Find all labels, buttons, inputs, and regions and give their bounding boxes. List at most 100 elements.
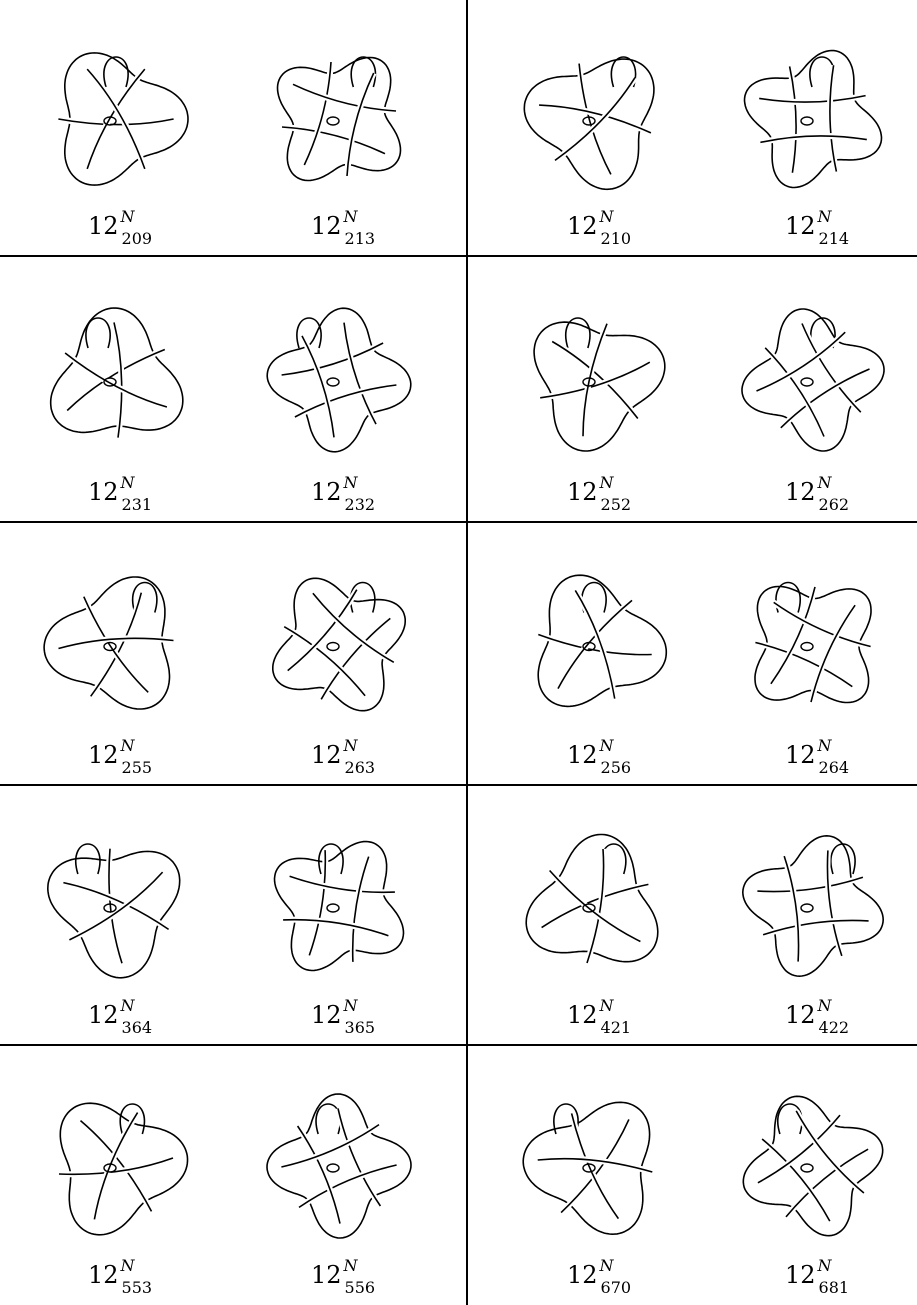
knot-label-sup: N bbox=[817, 996, 833, 1015]
knot-label-sub: 255 bbox=[122, 758, 153, 777]
knot-label-base: 12 bbox=[311, 1261, 342, 1289]
knot-label-base: 12 bbox=[88, 212, 119, 240]
crossing-gap bbox=[282, 127, 385, 154]
crossing-gap bbox=[281, 1125, 379, 1167]
knot-cell: 12N681 bbox=[743, 1096, 882, 1297]
knot-cell: 12N 209 bbox=[58, 53, 188, 248]
knot-label-sup: N bbox=[343, 736, 359, 755]
knot-label-sub: 670 bbox=[601, 1278, 632, 1297]
knot-twist bbox=[327, 117, 339, 125]
knot-twist bbox=[801, 378, 813, 386]
knot-label-sub: 263 bbox=[345, 758, 376, 777]
knot-twist bbox=[327, 904, 339, 912]
knot-label-sub: 209 bbox=[122, 229, 153, 248]
knot-label-sup: N bbox=[599, 207, 615, 226]
knot-lobe-strand bbox=[316, 1104, 340, 1134]
knot-label-sub: 556 bbox=[345, 1278, 376, 1297]
crossing-gap bbox=[293, 84, 396, 111]
knot-label-sub: 421 bbox=[601, 1018, 632, 1037]
knot-cell: 12N256 bbox=[538, 575, 666, 777]
knot-twist bbox=[327, 378, 339, 386]
knot-twist bbox=[327, 643, 339, 651]
knot-cell: 12N365 bbox=[275, 842, 404, 1038]
knot-label-sup: N bbox=[599, 996, 615, 1015]
knot-label-sub: 262 bbox=[819, 495, 850, 514]
knot-label: 12N 210 bbox=[567, 207, 631, 248]
knot-label-sub: 365 bbox=[345, 1018, 376, 1037]
knot-cell: 12N264 bbox=[755, 583, 871, 778]
knot-label-base: 12 bbox=[88, 741, 119, 769]
knot-cell: 12N 214 bbox=[745, 51, 882, 249]
knot-label: 12N256 bbox=[567, 736, 631, 777]
knot-lobe-strand bbox=[104, 57, 128, 87]
knot-label-sup: N bbox=[343, 207, 359, 226]
knot-cell: 12N 232 bbox=[267, 308, 411, 514]
knot-label-sub: 213 bbox=[345, 229, 376, 248]
knot-cell: 12N364 bbox=[48, 844, 180, 1037]
knot-label-sup: N bbox=[817, 207, 833, 226]
knot-cell: 12N213 bbox=[278, 57, 401, 248]
knot-lobe-strand bbox=[831, 844, 855, 874]
knot-label-base: 12 bbox=[567, 1001, 598, 1029]
knot-cell: 12N 422 bbox=[743, 836, 883, 1037]
knot-label: 12N 232 bbox=[311, 473, 375, 514]
knot-label-sup: N bbox=[343, 473, 359, 492]
crossing-gap bbox=[347, 73, 374, 176]
crossing-gap bbox=[295, 385, 397, 417]
knot-label-base: 12 bbox=[785, 1001, 816, 1029]
knot-cell: 12N553 bbox=[59, 1103, 188, 1297]
knot-label-sub: 214 bbox=[819, 229, 850, 248]
knot-twist bbox=[801, 117, 813, 125]
knot-label-sup: N bbox=[120, 207, 136, 226]
knot-twist bbox=[801, 1164, 813, 1172]
knot-lobe-strand bbox=[566, 318, 590, 348]
knot-label-sup: N bbox=[817, 736, 833, 755]
knot-twist bbox=[801, 904, 813, 912]
knot-label: 12N 421 bbox=[567, 996, 631, 1037]
knot-label-base: 12 bbox=[567, 212, 598, 240]
knot-label-sub: 422 bbox=[819, 1018, 850, 1037]
knot-label-base: 12 bbox=[88, 478, 119, 506]
crossing-gap bbox=[299, 1165, 397, 1207]
knot-label-sup: N bbox=[120, 996, 136, 1015]
knot-label-base: 12 bbox=[785, 1261, 816, 1289]
knot-label: 12N 422 bbox=[785, 996, 849, 1037]
knot-label-sub: 553 bbox=[122, 1278, 153, 1297]
knot-label-base: 12 bbox=[88, 1001, 119, 1029]
knot-label: 12N365 bbox=[311, 996, 375, 1037]
knot-label: 12N263 bbox=[311, 736, 375, 777]
knot-label-sup: N bbox=[817, 473, 833, 492]
knot-label-sup: N bbox=[599, 736, 615, 755]
knot-cell: 12N263 bbox=[273, 578, 405, 777]
knot-label-sub: 264 bbox=[819, 758, 850, 777]
knot-label-base: 12 bbox=[311, 478, 342, 506]
knot-label-base: 12 bbox=[785, 212, 816, 240]
knot-label-sub: 252 bbox=[601, 495, 632, 514]
knot-label-base: 12 bbox=[567, 1261, 598, 1289]
knot-label-base: 12 bbox=[567, 478, 598, 506]
knot-label-sub: 210 bbox=[601, 229, 632, 248]
knot-label: 12N255 bbox=[88, 736, 152, 777]
knot-twist bbox=[327, 1164, 339, 1172]
knot-label-sub: 232 bbox=[345, 495, 376, 514]
knot-label-base: 12 bbox=[785, 478, 816, 506]
knot-label-sup: N bbox=[817, 1256, 833, 1275]
knot-label-base: 12 bbox=[567, 741, 598, 769]
crossing-gap bbox=[344, 323, 376, 425]
knot-twist bbox=[801, 643, 813, 651]
